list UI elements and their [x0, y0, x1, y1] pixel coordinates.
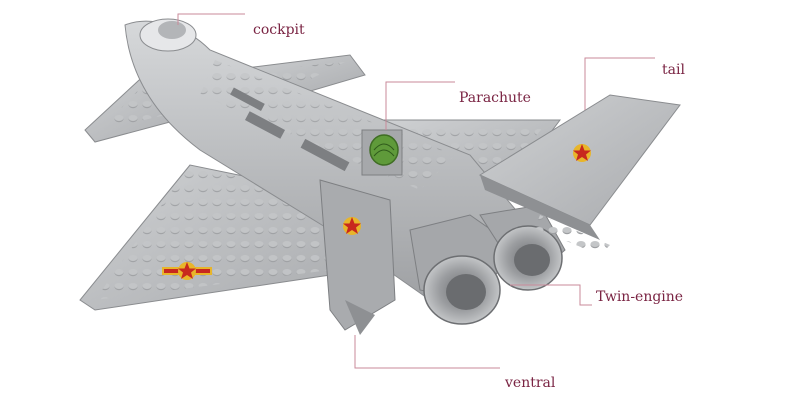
tail-leader-line	[584, 57, 655, 110]
ventral-leader-line	[354, 335, 500, 369]
parachute-housing	[361, 129, 403, 176]
cockpit-label: cockpit	[253, 22, 305, 38]
cockpit-leader-line	[177, 13, 245, 25]
parachute-label: Parachute	[459, 90, 531, 106]
engine-leader-line	[510, 284, 592, 306]
cockpit-canopy	[139, 18, 197, 52]
ventral-fin	[319, 179, 396, 335]
ventral-label: ventral	[505, 375, 556, 391]
ventral-star-insignia	[343, 217, 361, 235]
leader-lines	[177, 13, 655, 369]
twin-engine-label: Twin-engine	[596, 289, 684, 305]
parachute-leader-line	[385, 81, 455, 130]
tail-star-insignia	[573, 144, 591, 162]
tail-label: tail	[662, 62, 685, 78]
wing-star-insignia	[162, 262, 212, 280]
